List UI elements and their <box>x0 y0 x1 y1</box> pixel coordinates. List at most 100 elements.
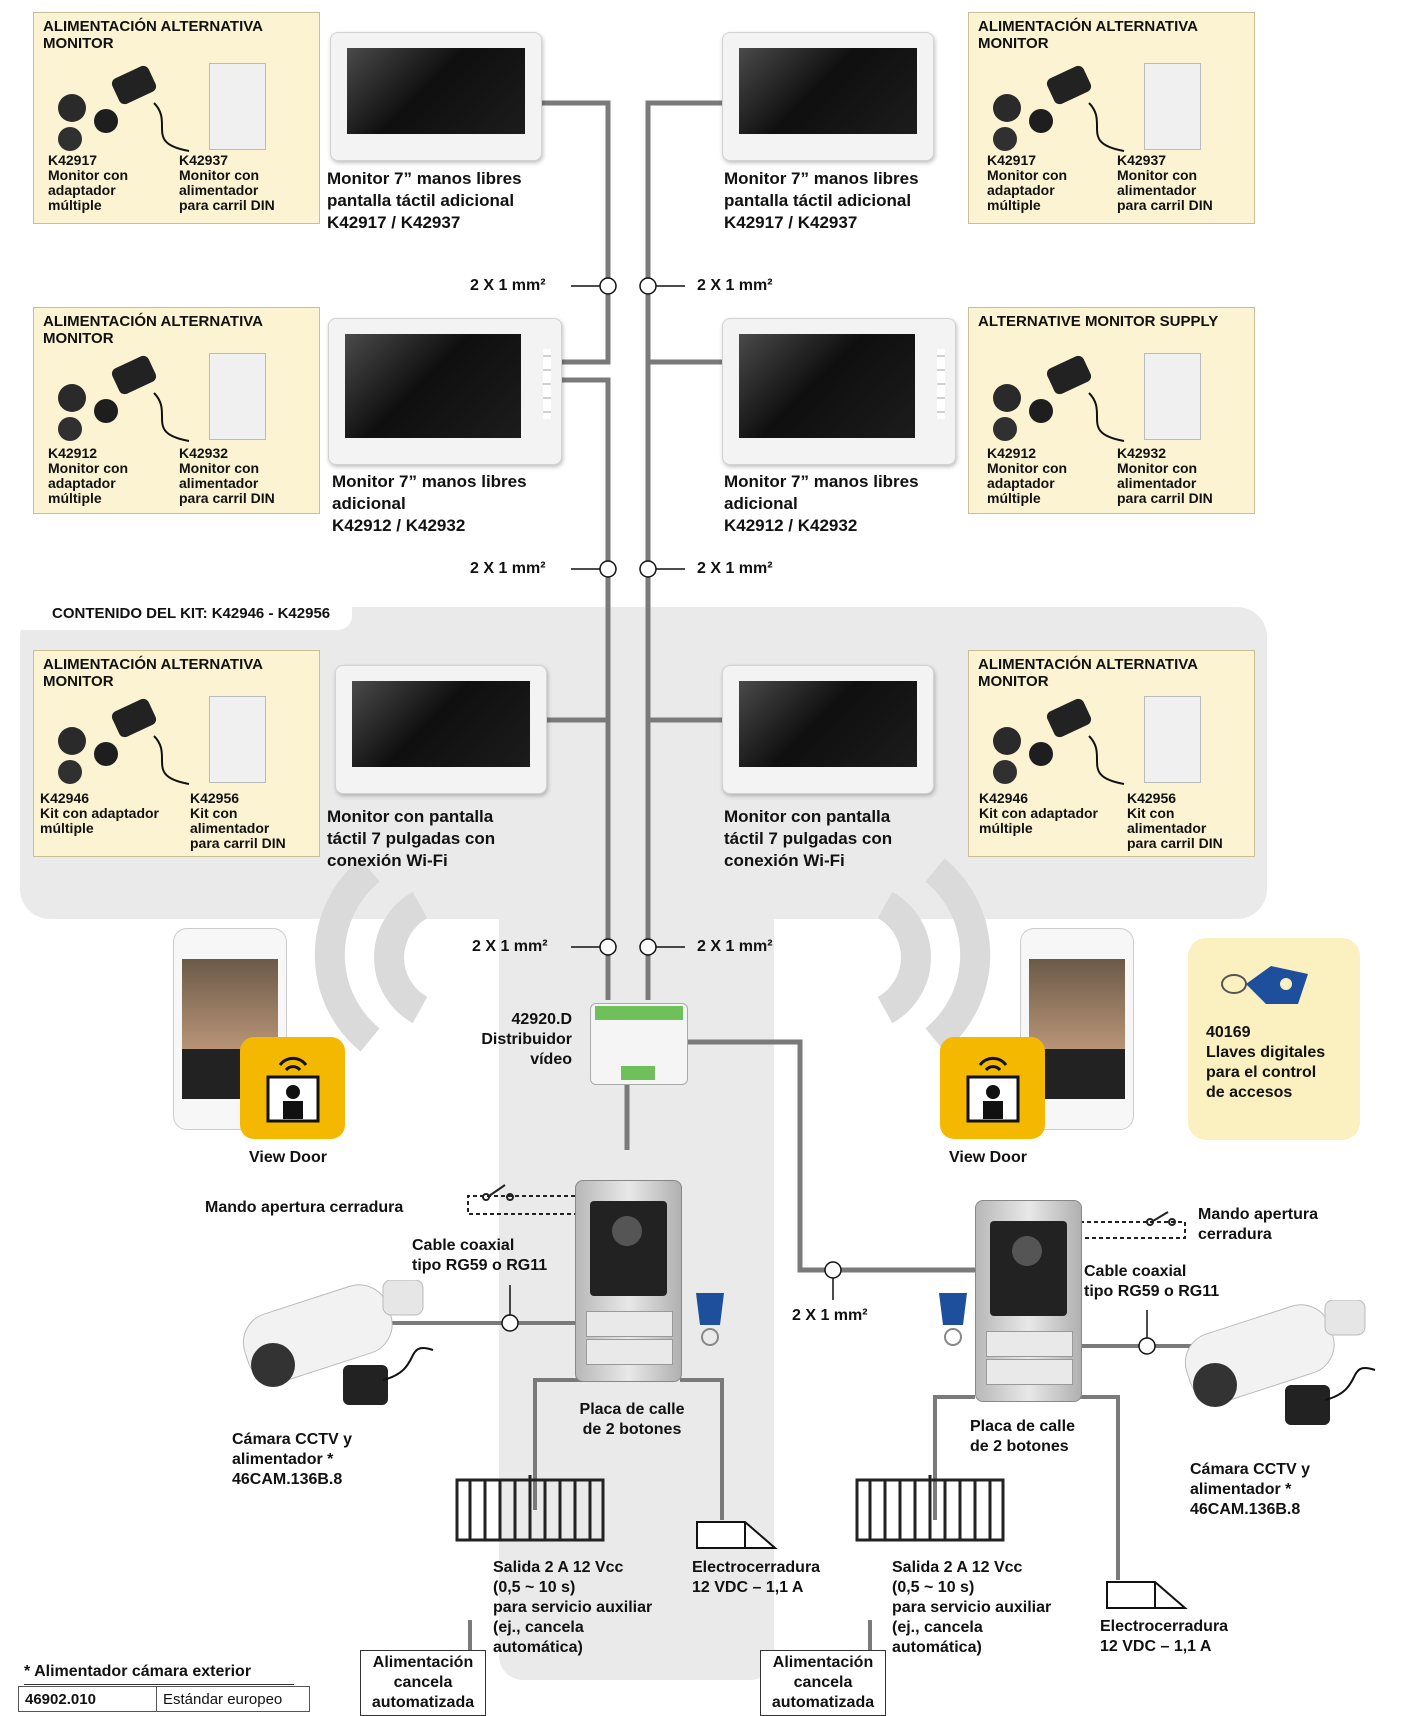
wire-spec-label: 2 X 1 mm² <box>470 277 546 294</box>
electrolock-icon-right <box>1106 1581 1188 1609</box>
door-panel-label-left: Placa de calle de 2 botones <box>579 1401 685 1438</box>
wire-spec-label: 2 X 1 mm² <box>697 938 773 955</box>
wire-left-top <box>540 100 611 365</box>
power-adapter-icon <box>993 65 1125 152</box>
supply-left-code: K42917 Monitor con adaptador múltiple <box>48 152 129 213</box>
door-panel-left <box>575 1180 682 1382</box>
monitor-label: Monitor 7” manos libres adicional K42912… <box>332 472 527 535</box>
aux-output-label-left: Salida 2 A 12 Vcc (0,5 ~ 10 s) para serv… <box>493 1559 653 1656</box>
monitor-mid-right <box>722 318 956 465</box>
supply-right-code: K42932 Monitor con alimentador para carr… <box>1117 445 1213 506</box>
monitor-label: Monitor 7” manos libres pantalla táctil … <box>724 169 919 232</box>
wire-right-top <box>645 100 722 365</box>
gate-power-box-left: Alimentación cancela automatizada <box>360 1650 486 1716</box>
power-adapter-icon <box>993 698 1125 785</box>
supply-box-top-left: ALIMENTACIÓN ALTERNATIVA MONITOR K42917 … <box>33 12 320 224</box>
camera-label-right: Cámara CCTV y alimentador * 46CAM.136B.8 <box>1190 1461 1311 1518</box>
supply-right-code: K42956 Kit con alimentador para carril D… <box>190 790 286 851</box>
supply-right-code: K42932 Monitor con alimentador para carr… <box>179 445 275 506</box>
supply-box-kit-left: ALIMENTACIÓN ALTERNATIVA MONITOR K42946 … <box>33 650 320 857</box>
view-door-label: View Door <box>249 1149 327 1166</box>
automatic-gate-left <box>455 1475 605 1542</box>
view-door-label: View Door <box>949 1149 1027 1166</box>
monitor-label: Monitor con pantalla táctil 7 pulgadas c… <box>327 807 496 870</box>
gate-power-box-right: Alimentación cancela automatizada <box>760 1650 886 1716</box>
supply-left-code: K42946 Kit con adaptador múltiple <box>979 790 1099 836</box>
coax-label-right: Cable coaxial tipo RG59 o RG11 <box>1084 1263 1220 1300</box>
video-distributor <box>590 1003 688 1085</box>
lock-release-label-right: Mando apertura cerradura <box>1198 1206 1319 1243</box>
supply-box-title: ALIMENTACIÓN ALTERNATIVA MONITOR <box>43 656 263 690</box>
distributor-label: 42920.D Distribuidor vídeo <box>481 1011 572 1068</box>
electrolock-label-left: Electrocerradura 12 VDC – 1,1 A <box>692 1559 821 1596</box>
table-cell-desc: Estándar europeo <box>156 1686 310 1712</box>
power-supply-table: 46902.010 Estándar europeo <box>18 1686 310 1712</box>
door-panel-label-right: Placa de calle de 2 botones <box>970 1418 1075 1455</box>
din-power-supply-icon <box>1144 696 1201 783</box>
monitor-label: Monitor con pantalla táctil 7 pulgadas c… <box>724 807 893 870</box>
wire-spec-label: 2 X 1 mm² <box>792 1307 868 1324</box>
camera-label-left: Cámara CCTV y alimentador * 46CAM.136B.8 <box>232 1431 353 1488</box>
wire-spec-label: 2 X 1 mm² <box>470 560 546 577</box>
automatic-gate-right <box>855 1475 1005 1542</box>
wire-right-mid <box>645 362 722 723</box>
monitor-label: Monitor 7” manos libres pantalla táctil … <box>327 169 522 232</box>
kit-contents-title: CONTENIDO DEL KIT: K42946 - K42956 <box>20 598 353 630</box>
aux-output-label-right: Salida 2 A 12 Vcc (0,5 ~ 10 s) para serv… <box>892 1559 1052 1656</box>
power-adapter-icon <box>58 698 190 785</box>
monitor-mid-left <box>328 318 562 465</box>
view-door-app-icon <box>240 1037 345 1139</box>
monitor-label: Monitor 7” manos libres adicional K42912… <box>724 472 919 535</box>
supply-left-code: K42912 Monitor con adaptador múltiple <box>987 445 1068 506</box>
din-power-supply-icon <box>1144 353 1201 440</box>
din-power-supply-icon <box>209 353 266 440</box>
cctv-camera-right <box>1184 1300 1376 1425</box>
digital-keys-box: 40169 Llaves digitales para el control d… <box>1188 938 1360 1140</box>
key-fob-icon <box>1221 966 1308 1004</box>
table-cell-code: 46902.010 <box>18 1686 157 1712</box>
supply-right-code: K42956 Kit con alimentador para carril D… <box>1127 790 1223 851</box>
monitor-top-right <box>722 32 934 161</box>
power-adapter-icon <box>58 65 190 152</box>
door-panel-right <box>975 1200 1082 1402</box>
view-door-app-icon <box>940 1037 1045 1139</box>
wire-left-mid <box>545 377 611 723</box>
key-fob-icon <box>939 1293 967 1346</box>
power-adapter-icon <box>993 355 1125 442</box>
supply-left-code: K42912 Monitor con adaptador múltiple <box>48 445 129 506</box>
monitor-top-left <box>330 32 542 161</box>
table-row: 46902.010 Estándar europeo <box>18 1686 310 1712</box>
supply-left-code: K42917 Monitor con adaptador múltiple <box>987 152 1068 213</box>
wifi-arcs <box>314 858 991 1052</box>
din-power-supply-icon <box>1144 63 1201 150</box>
wire-markers <box>501 277 1156 1355</box>
supply-box-title: ALIMENTACIÓN ALTERNATIVA MONITOR <box>43 313 263 347</box>
lock-release-switches <box>482 1184 1176 1226</box>
supply-right-code: K42937 Monitor con alimentador para carr… <box>1117 152 1213 213</box>
monitor-kit-left <box>335 665 547 794</box>
cctv-camera-left <box>242 1280 434 1405</box>
electrolock-icon-left <box>696 1521 778 1549</box>
key-fob-icon <box>696 1293 724 1346</box>
supply-box-top-right: ALIMENTACIÓN ALTERNATIVA MONITOR K42917 … <box>968 12 1255 224</box>
digital-keys-label: 40169 Llaves digitales para el control d… <box>1206 1024 1326 1101</box>
supply-box-title: ALIMENTACIÓN ALTERNATIVA MONITOR <box>978 18 1198 52</box>
lock-release-wires <box>467 1195 1186 1239</box>
supply-box-title: ALIMENTACIÓN ALTERNATIVA MONITOR <box>978 656 1198 690</box>
supply-left-code: K42946 Kit con adaptador múltiple <box>40 790 160 836</box>
wire-spec-label: 2 X 1 mm² <box>697 277 773 294</box>
supply-box-kit-right: ALIMENTACIÓN ALTERNATIVA MONITOR K42946 … <box>968 650 1255 857</box>
lock-release-label-left: Mando apertura cerradura <box>205 1199 404 1216</box>
footnote-title: * Alimentador cámara exterior <box>24 1662 294 1685</box>
supply-box-title: ALTERNATIVE MONITOR SUPPLY <box>978 313 1219 330</box>
wire-spec-label: 2 X 1 mm² <box>472 938 548 955</box>
coax-label-left: Cable coaxial tipo RG59 o RG11 <box>412 1237 548 1274</box>
wire-spec-label: 2 X 1 mm² <box>697 560 773 577</box>
din-power-supply-icon <box>209 63 266 150</box>
supply-box-mid-left: ALIMENTACIÓN ALTERNATIVA MONITOR K42912 … <box>33 307 320 514</box>
supply-right-code: K42937 Monitor con alimentador para carr… <box>179 152 275 213</box>
power-adapter-icon <box>58 355 190 442</box>
supply-box-mid-right: ALTERNATIVE MONITOR SUPPLY K42912 Monito… <box>968 307 1255 514</box>
wire-to-panel-right <box>686 1039 975 1273</box>
din-power-supply-icon <box>209 696 266 783</box>
